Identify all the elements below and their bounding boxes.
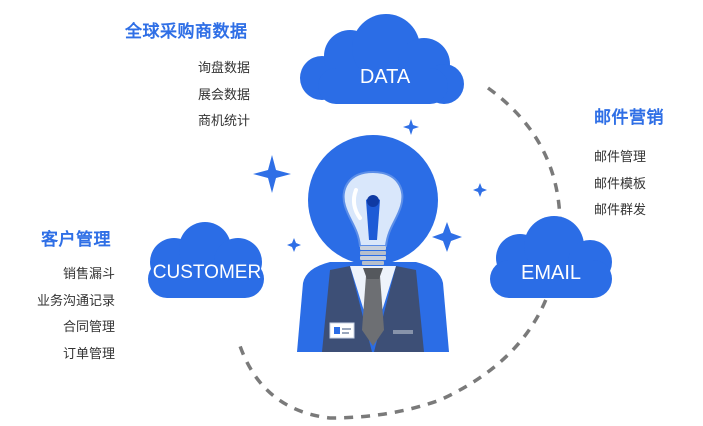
email-marketing-item: 邮件群发 <box>594 203 647 218</box>
procurement-title: 全球采购商数据 <box>125 22 248 42</box>
email-marketing-list: 邮件管理 邮件模板 邮件群发 <box>594 145 646 225</box>
data-cloud-label: DATA <box>359 66 411 88</box>
email-marketing-item: 邮件管理 <box>594 150 647 165</box>
customer-management-item: 订单管理 <box>62 346 115 362</box>
data-cloud-shape <box>300 14 464 104</box>
customer-cloud-label: CUSTOMER <box>152 262 262 283</box>
procurement-item: 询盘数据 <box>198 61 251 76</box>
procurement-list: 询盘数据 展会数据 商机统计 <box>198 56 250 136</box>
email-marketing-item: 邮件模板 <box>594 176 647 192</box>
customer-cloud-shape <box>148 222 264 298</box>
dashed-connector-arc <box>236 86 562 420</box>
email-marketing-title: 邮件营销 <box>594 108 664 128</box>
customer-management-item: 销售漏斗 <box>62 267 115 282</box>
sparkle-icons <box>253 119 487 252</box>
customer-management-title: 客户管理 <box>41 230 111 250</box>
email-cloud-shape <box>490 216 612 298</box>
customer-management-item: 合同管理 <box>62 320 115 335</box>
customer-management-item: 业务沟通记录 <box>36 293 115 309</box>
customer-management-list: 销售漏斗 业务沟通记录 合同管理 订单管理 <box>15 262 115 368</box>
procurement-item: 展会数据 <box>198 87 251 103</box>
procurement-item: 商机统计 <box>198 114 251 129</box>
lightbulb-icon <box>342 170 404 265</box>
email-cloud-label: EMAIL <box>520 262 582 284</box>
businessman-figure <box>297 262 449 352</box>
